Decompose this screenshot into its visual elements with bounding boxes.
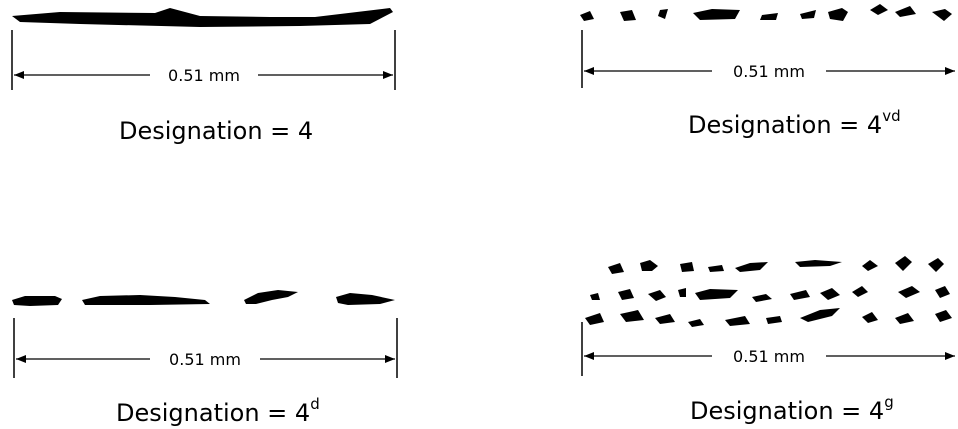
stringer-continuous (12, 8, 393, 27)
designation-caption-4d: Designation = 4d (116, 397, 320, 427)
designation-text: Designation = 4 (690, 397, 885, 425)
stringer-fragment-group (585, 256, 952, 327)
designation-caption-4: Designation = 4 (119, 118, 313, 143)
designation-text: Designation = 4 (116, 399, 311, 427)
scale-label: 0.51 mm (169, 350, 241, 369)
designation-caption-4vd: Designation = 4vd (688, 109, 901, 139)
panel-4vd: 0.51 mm (580, 4, 955, 88)
designation-superscript: g (884, 393, 894, 411)
scale-label: 0.51 mm (733, 347, 805, 366)
designation-caption-4g: Designation = 4g (690, 395, 894, 425)
stringer-segments (12, 290, 395, 306)
scale-label: 0.51 mm (733, 62, 805, 81)
designation-text: Designation = 4 (688, 111, 883, 139)
designation-superscript: d (310, 395, 320, 413)
panel-4g: 0.51 mm (581, 256, 955, 376)
designation-superscript: vd (882, 107, 901, 125)
panel-4: 0.51 mm (11, 8, 396, 90)
designation-text: Designation = 4 (119, 117, 314, 145)
panel-4d: 0.51 mm (12, 290, 398, 378)
scale-label: 0.51 mm (168, 66, 240, 85)
stringer-fragments (580, 4, 952, 21)
